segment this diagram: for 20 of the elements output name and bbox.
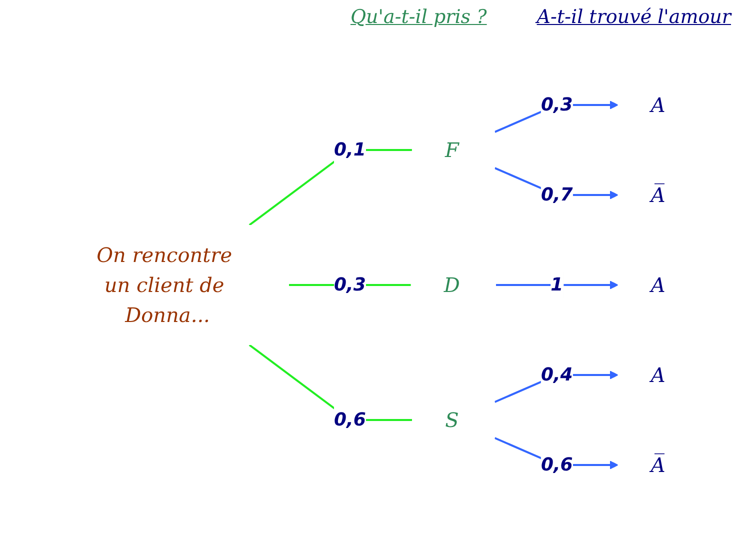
- edge-label: 0,7: [541, 184, 574, 206]
- arrow: [496, 280, 619, 290]
- node-text: A̅: [651, 183, 666, 207]
- column-heading: Qu'a-t-il pris ?: [350, 6, 487, 30]
- node-text: F: [445, 138, 460, 162]
- edge-label: 0,1: [334, 140, 366, 160]
- edge-label: 0,3: [541, 94, 574, 116]
- node-text: A̅: [651, 453, 666, 477]
- column-heading: A-t-il trouvé l'amour: [536, 6, 731, 30]
- node-text: D: [444, 273, 460, 297]
- node-text: On rencontre un client de Donna...: [96, 243, 232, 327]
- edge-label: 0,6: [541, 454, 574, 476]
- node-text: A: [651, 273, 666, 297]
- edge-label: 1: [550, 274, 564, 296]
- edge-label: 0,6: [334, 410, 366, 430]
- edge-label: 0,3: [334, 274, 366, 296]
- node-text: A: [651, 93, 666, 117]
- node-text: S: [445, 408, 460, 432]
- edge-label: 0,4: [541, 364, 574, 386]
- node-text: A: [651, 363, 666, 387]
